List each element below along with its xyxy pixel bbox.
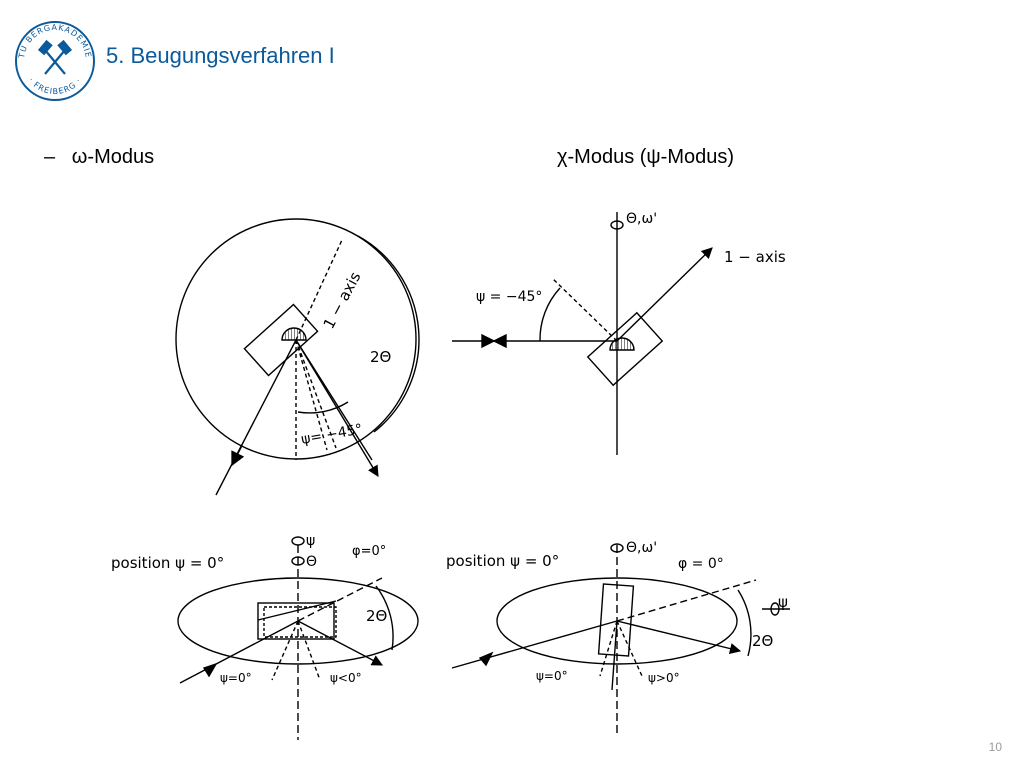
psi-mode-label: -Modus) <box>660 146 735 168</box>
crossed-hammers-icon <box>37 39 73 75</box>
bullet-chi-mode: χ-Modus (ψ-Modus) <box>557 146 734 169</box>
chi-bottom-rotation-label: Θ,ω' <box>626 540 657 556</box>
chi-mode-label: -Modus ( <box>567 146 647 168</box>
chi-mode-diagram: Θ,ω' 1 − axis ψ = −45° <box>452 211 786 455</box>
page-number: 10 <box>988 740 1002 754</box>
chi-psi-label: ψ = −45° <box>476 289 542 305</box>
omega-bottom-phi-label: φ=0° <box>352 544 386 559</box>
page-title: 5. Beugungsverfahren I <box>106 43 335 68</box>
omega-mode-diagram: 1 − axis 2Θ ψ= −45° <box>175 218 420 496</box>
omega-bottom-diagram: position ψ = 0° ψ Θ φ=0° 2Θ ψ=0° ψ<0° <box>111 533 419 740</box>
chi-bottom-psi-zero: ψ=0° <box>536 669 568 683</box>
omega-bottom-rotation-2: Θ <box>306 554 317 570</box>
omega-bottom-rotation-1: ψ <box>306 533 315 549</box>
omega-axis-label: 1 − axis <box>320 269 365 332</box>
omega-bottom-psi-neg: ψ<0° <box>330 671 362 685</box>
omega-bottom-position-label: position ψ = 0° <box>111 554 224 572</box>
chi-symbol: χ <box>557 146 568 168</box>
omega-bottom-two-theta: 2Θ <box>366 607 387 625</box>
omega-mode-label: -Modus <box>87 146 155 168</box>
chi-bottom-position-label: position ψ = 0° <box>446 552 559 570</box>
bullet-omega-mode: – ω-Modus <box>44 146 154 169</box>
university-logo: TU BERGAKADEMIE · FREIBERG · <box>15 21 95 101</box>
omega-symbol: ω <box>71 146 88 168</box>
omega-two-theta-label: 2Θ <box>370 348 391 366</box>
chi-bottom-psi-axis: ψ <box>778 593 788 611</box>
chi-axis-label: 1 − axis <box>724 248 786 266</box>
psi-symbol: ψ <box>646 146 661 168</box>
chi-bottom-diagram: position ψ = 0° Θ,ω' φ = 0° ψ 2Θ ψ=0° ψ>… <box>446 540 790 735</box>
chi-rotation-label: Θ,ω' <box>626 211 657 227</box>
chi-bottom-two-theta: 2Θ <box>752 632 773 650</box>
omega-bottom-psi-zero: ψ=0° <box>220 671 252 685</box>
chi-bottom-phi-label: φ = 0° <box>678 556 724 572</box>
bullet-marker: – <box>44 146 56 168</box>
chi-bottom-psi-pos: ψ>0° <box>648 671 680 685</box>
